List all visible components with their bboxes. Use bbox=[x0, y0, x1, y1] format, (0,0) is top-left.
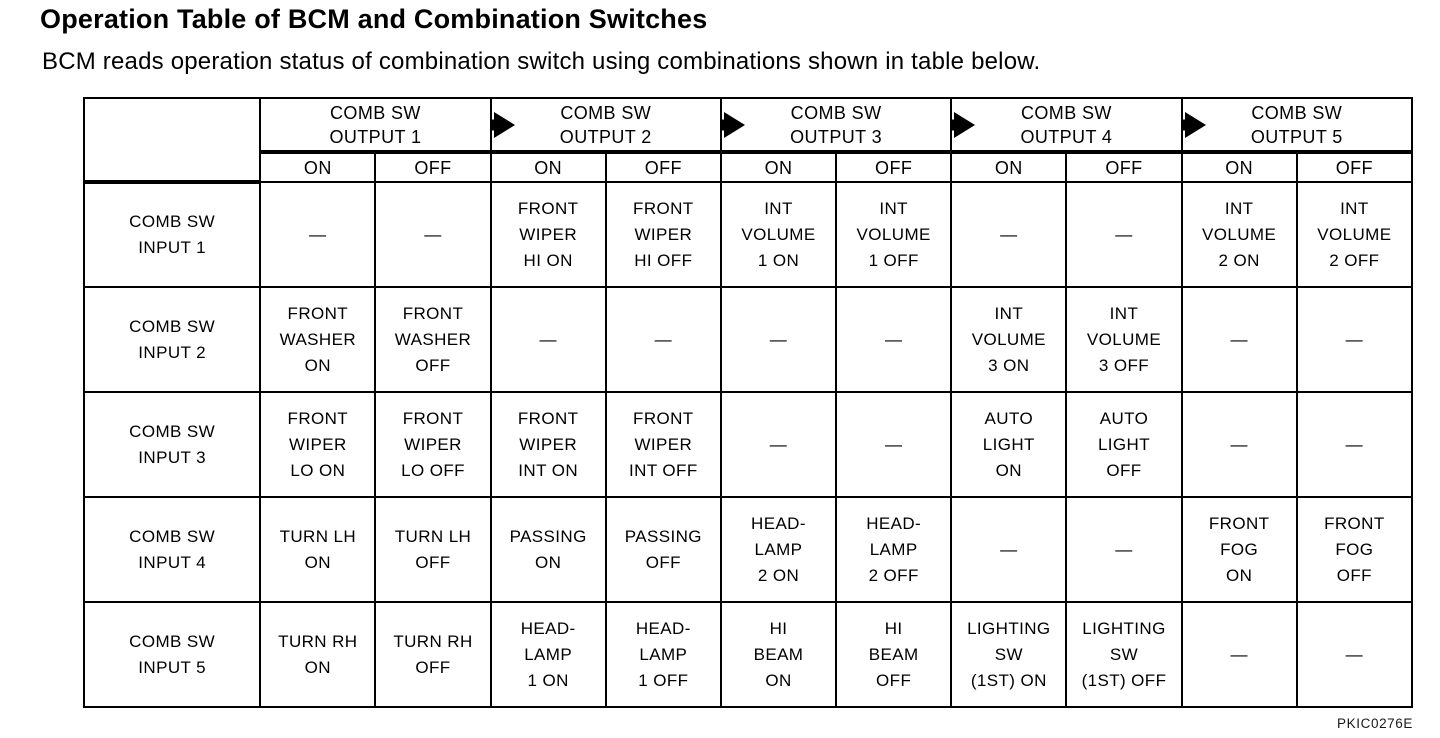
row-label: COMB SW INPUT 1 bbox=[82, 181, 262, 288]
table-cell: HEAD- LAMP 1 ON bbox=[489, 601, 607, 708]
state-header: OFF bbox=[835, 151, 953, 183]
table-cell: HEAD- LAMP 2 OFF bbox=[835, 496, 953, 603]
state-header: ON bbox=[950, 151, 1068, 183]
table-cell: FRONT WASHER OFF bbox=[374, 286, 492, 393]
row-label: COMB SW INPUT 5 bbox=[82, 601, 262, 708]
row-label: COMB SW INPUT 4 bbox=[82, 496, 262, 603]
table-cell: AUTO LIGHT ON bbox=[950, 391, 1068, 498]
table-cell: LIGHTING SW (1ST) OFF bbox=[1065, 601, 1183, 708]
table-cell: — bbox=[719, 286, 838, 393]
table-row-input-2: COMB SW INPUT 2 FRONT WASHER ON FRONT WA… bbox=[82, 286, 1414, 393]
state-header: OFF bbox=[1065, 151, 1183, 183]
state-header: ON bbox=[1180, 151, 1298, 183]
table-row-input-5: COMB SW INPUT 5 TURN RH ON TURN RH OFF H… bbox=[82, 601, 1414, 708]
output-header-label: COMB SW OUTPUT 1 bbox=[329, 102, 422, 147]
table-cell: TURN RH OFF bbox=[374, 601, 492, 708]
table-cell: — bbox=[835, 286, 953, 393]
table-cell: HI BEAM ON bbox=[719, 601, 838, 708]
operation-table: COMB SW OUTPUT 1 COMB SW OUTPUT 2 COMB S… bbox=[82, 97, 1414, 708]
table-cell: — bbox=[1180, 391, 1298, 498]
table-cell: — bbox=[835, 391, 953, 498]
figure-code: PKIC0276E bbox=[1337, 716, 1413, 731]
table-cell: — bbox=[1295, 601, 1414, 708]
table-cell: HI BEAM OFF bbox=[835, 601, 953, 708]
table-cell: — bbox=[259, 181, 377, 288]
table-cell: INT VOLUME 2 ON bbox=[1180, 181, 1298, 288]
table-cell: PASSING OFF bbox=[604, 496, 722, 603]
output-header-row: COMB SW OUTPUT 1 COMB SW OUTPUT 2 COMB S… bbox=[82, 97, 1414, 184]
flow-arrow-icon bbox=[1183, 111, 1206, 138]
flow-arrow-icon bbox=[953, 111, 976, 138]
table-cell: — bbox=[604, 286, 722, 393]
state-header-row: ON OFF ON OFF ON OFF ON OFF ON OFF bbox=[84, 151, 1414, 183]
table-cell: — bbox=[1295, 286, 1414, 393]
output-header-label: COMB SW OUTPUT 5 bbox=[1250, 102, 1343, 147]
corner-cell bbox=[82, 97, 262, 184]
table-cell: TURN RH ON bbox=[259, 601, 377, 708]
output-header-5: COMB SW OUTPUT 5 bbox=[1180, 97, 1414, 154]
state-header: OFF bbox=[604, 151, 722, 183]
output-header-1: COMB SW OUTPUT 1 bbox=[259, 97, 492, 154]
table-cell: FRONT WIPER HI OFF bbox=[604, 181, 722, 288]
state-header: ON bbox=[259, 151, 377, 183]
table-cell: AUTO LIGHT OFF bbox=[1065, 391, 1183, 498]
output-header-label: COMB SW OUTPUT 2 bbox=[559, 102, 652, 147]
table-cell: FRONT FOG OFF bbox=[1295, 496, 1414, 603]
table-cell: INT VOLUME 3 OFF bbox=[1065, 286, 1183, 393]
table-cell: FRONT WASHER ON bbox=[259, 286, 377, 393]
table-cell: FRONT WIPER INT ON bbox=[489, 391, 607, 498]
table-cell: — bbox=[950, 181, 1068, 288]
table-cell: — bbox=[1065, 496, 1183, 603]
table-cell: INT VOLUME 2 OFF bbox=[1295, 181, 1414, 288]
output-header-4: COMB SW OUTPUT 4 bbox=[950, 97, 1183, 154]
row-label: COMB SW INPUT 3 bbox=[82, 391, 262, 498]
output-header-2: COMB SW OUTPUT 2 bbox=[489, 97, 722, 154]
state-header: ON bbox=[719, 151, 838, 183]
table-cell: TURN LH OFF bbox=[374, 496, 492, 603]
table-cell: LIGHTING SW (1ST) ON bbox=[950, 601, 1068, 708]
operation-table-wrap: COMB SW OUTPUT 1 COMB SW OUTPUT 2 COMB S… bbox=[82, 97, 1414, 708]
table-cell: HEAD- LAMP 1 OFF bbox=[604, 601, 722, 708]
table-cell: FRONT WIPER LO OFF bbox=[374, 391, 492, 498]
table-cell: FRONT WIPER HI ON bbox=[489, 181, 607, 288]
table-cell: — bbox=[1295, 391, 1414, 498]
table-cell: — bbox=[1180, 601, 1298, 708]
table-cell: FRONT WIPER INT OFF bbox=[604, 391, 722, 498]
output-header-3: COMB SW OUTPUT 3 bbox=[719, 97, 953, 154]
table-cell: INT VOLUME 1 OFF bbox=[835, 181, 953, 288]
table-cell: — bbox=[719, 391, 838, 498]
table-cell: HEAD- LAMP 2 ON bbox=[719, 496, 838, 603]
table-cell: — bbox=[374, 181, 492, 288]
state-header: OFF bbox=[1295, 151, 1414, 183]
table-cell: — bbox=[1065, 181, 1183, 288]
table-row-input-3: COMB SW INPUT 3 FRONT WIPER LO ON FRONT … bbox=[82, 391, 1414, 498]
table-cell: — bbox=[1180, 286, 1298, 393]
output-header-label: COMB SW OUTPUT 4 bbox=[1020, 102, 1113, 147]
table-cell: TURN LH ON bbox=[259, 496, 377, 603]
state-header: OFF bbox=[374, 151, 492, 183]
page-subtitle: BCM reads operation status of combinatio… bbox=[42, 48, 1041, 75]
table-cell: INT VOLUME 3 ON bbox=[950, 286, 1068, 393]
row-label: COMB SW INPUT 2 bbox=[82, 286, 262, 393]
flow-arrow-icon bbox=[722, 111, 745, 138]
table-cell: INT VOLUME 1 ON bbox=[719, 181, 838, 288]
page-title: Operation Table of BCM and Combination S… bbox=[40, 4, 708, 34]
flow-arrow-icon bbox=[492, 111, 515, 138]
table-row-input-1: COMB SW INPUT 1 — — FRONT WIPER HI ON FR… bbox=[82, 181, 1414, 288]
table-row-input-4: COMB SW INPUT 4 TURN LH ON TURN LH OFF P… bbox=[82, 496, 1414, 603]
table-cell: FRONT FOG ON bbox=[1180, 496, 1298, 603]
table-cell: — bbox=[489, 286, 607, 393]
table-cell: PASSING ON bbox=[489, 496, 607, 603]
output-header-label: COMB SW OUTPUT 3 bbox=[790, 102, 883, 147]
state-header: ON bbox=[489, 151, 607, 183]
table-cell: — bbox=[950, 496, 1068, 603]
table-cell: FRONT WIPER LO ON bbox=[259, 391, 377, 498]
